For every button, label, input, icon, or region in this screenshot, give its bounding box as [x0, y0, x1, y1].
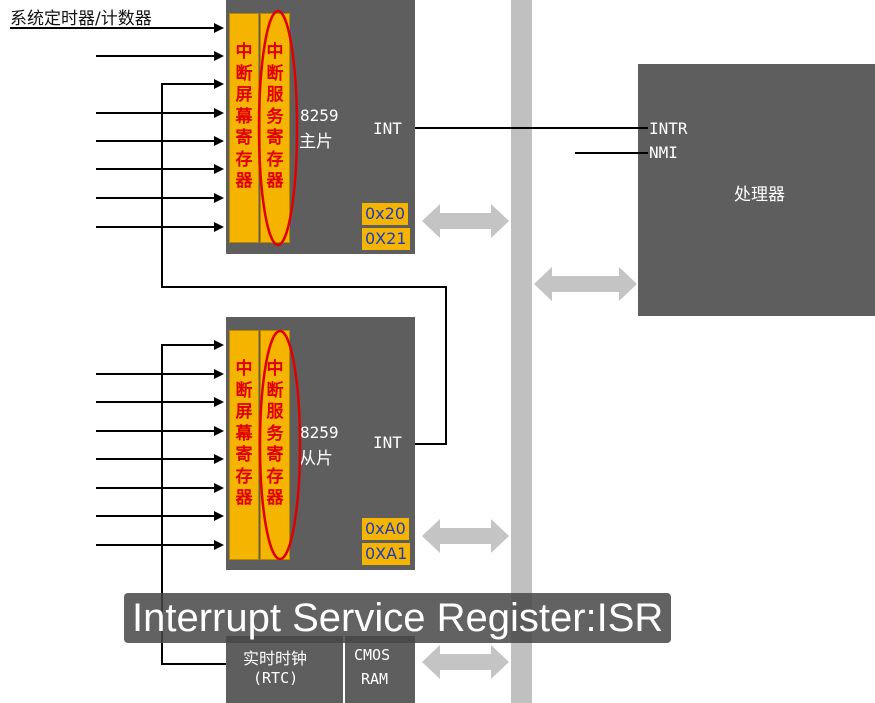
cmos-ram-label: RAM — [361, 670, 389, 688]
slave-address-1: 0xA0 — [362, 518, 409, 540]
slave-address-2: 0XA1 — [362, 543, 411, 565]
rtc-label: 实时时钟 — [243, 649, 308, 668]
master-isr-highlight — [257, 9, 299, 247]
slave-mask-register: 中断屏幕寄存器 — [229, 330, 259, 560]
rtc-block — [226, 636, 343, 703]
system-bus — [511, 0, 532, 703]
subtitle-caption: Interrupt Service Register:ISR — [124, 593, 672, 643]
slave-irq-arrows — [96, 369, 224, 550]
master-int-label: INT — [373, 119, 402, 138]
master-address-1: 0x20 — [362, 203, 409, 225]
cmos-label: CMOS — [354, 646, 391, 664]
master-irq-arrows — [10, 23, 224, 232]
rtc-abbr: (RTC) — [253, 669, 299, 687]
processor-bus-arrow — [534, 267, 637, 301]
master-chip-number: 8259 — [300, 106, 339, 125]
master-service-register-label: 中断服务寄存器 — [266, 42, 284, 191]
processor-nmi-label: NMI — [649, 143, 678, 162]
slave-isr-highlight — [258, 329, 302, 561]
bus-arrows — [422, 204, 637, 679]
master-mask-register-label: 中断屏幕寄存器 — [235, 42, 253, 191]
processor-block — [638, 64, 875, 316]
slave-mask-register-label: 中断屏幕寄存器 — [235, 359, 253, 508]
slave-service-register-label: 中断服务寄存器 — [266, 359, 284, 508]
slave-chip-role: 从片 — [299, 449, 333, 469]
cmos-block — [345, 636, 415, 703]
cascade-line — [161, 79, 447, 445]
slave-bus-arrow — [422, 519, 509, 553]
cmos-bus-arrow — [422, 645, 509, 679]
master-bus-arrow — [422, 204, 509, 238]
processor-name: 处理器 — [734, 185, 785, 205]
master-address-2: 0X21 — [362, 228, 410, 250]
slave-int-label: INT — [373, 433, 402, 452]
timer-counter-label: 系统定时器/计数器 — [10, 9, 152, 29]
master-mask-register: 中断屏幕寄存器 — [229, 13, 259, 243]
slave-chip-number: 8259 — [300, 423, 339, 442]
processor-intr-label: INTR — [649, 119, 688, 138]
rtc-to-slave-line — [161, 340, 226, 665]
master-chip-role: 主片 — [299, 132, 333, 152]
